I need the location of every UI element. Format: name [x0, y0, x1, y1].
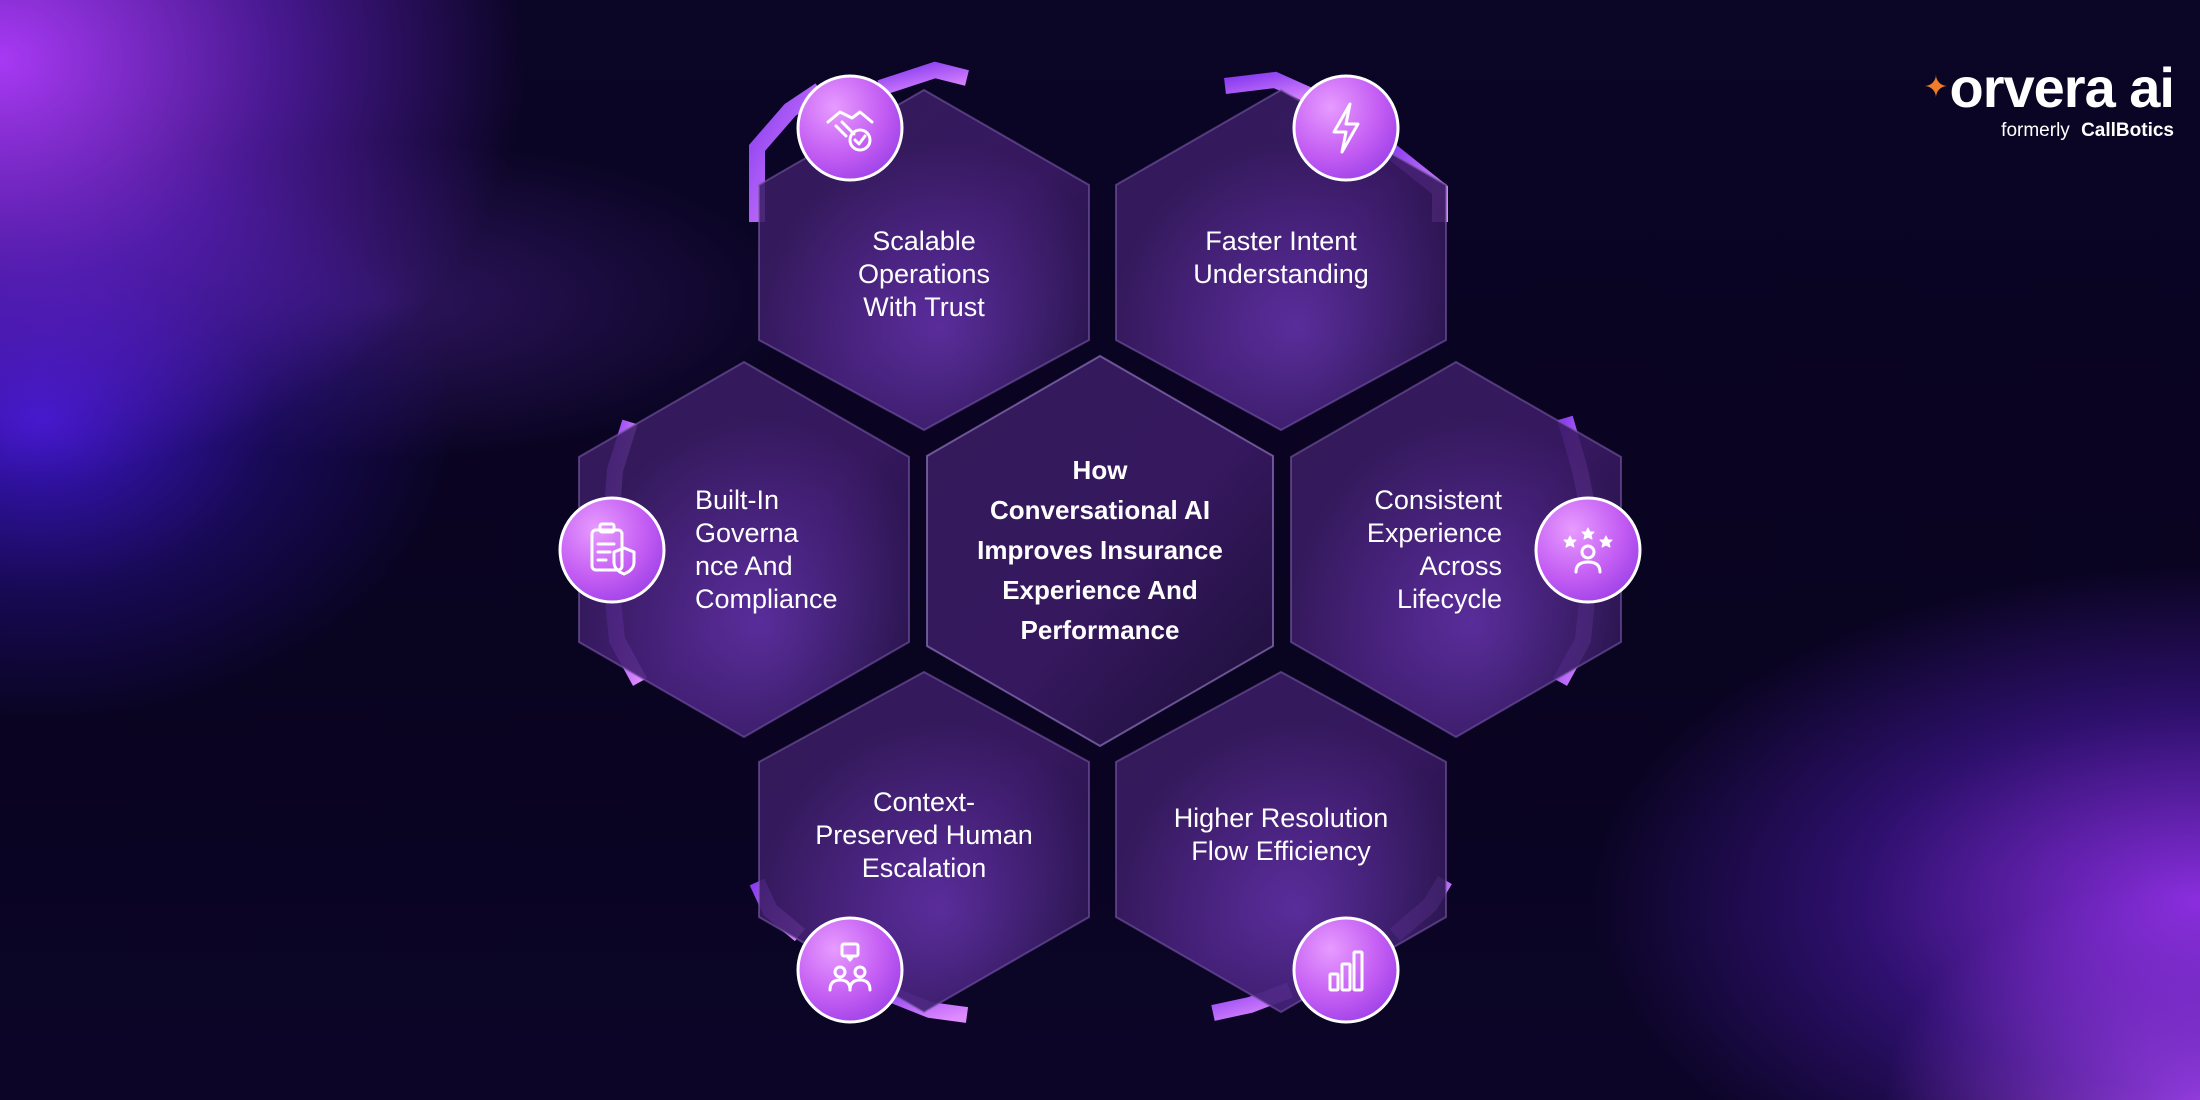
icon-circles [558, 74, 1642, 1024]
node-label-consistent: Consistent Experience Across Lifecycle [1366, 485, 1502, 614]
center-title: How Conversational AI Improves Insurance… [977, 455, 1223, 645]
brand-tagline: formerly CallBotics [1923, 120, 2174, 142]
brand-name: orvera ai [1949, 56, 2175, 119]
hex-center [926, 354, 1274, 748]
brand-sub-name: CallBotics [2081, 120, 2174, 141]
icon-circle-governance [558, 496, 666, 604]
hex-glows [579, 90, 1621, 1012]
arc-faster [1224, 71, 1324, 108]
node-label-faster: Faster Intent Understanding [1193, 226, 1369, 289]
brand-sub-prefix: formerly [2001, 120, 2070, 141]
icon-circle-resolution [1292, 916, 1400, 1024]
arc-scalable-top [877, 61, 969, 96]
brand-wordmark: ✦ orvera ai [1923, 56, 2175, 119]
node-label-escalation: Context- Preserved Human Escalation [815, 787, 1033, 883]
icon-circle-consistent [1534, 496, 1642, 604]
brand-logo: ✦ orvera ai formerly CallBotics [1923, 56, 2175, 142]
node-label-governance: Built-In Governa nce And Compliance [695, 485, 838, 614]
spark-icon: ✦ [1923, 71, 1948, 104]
team-chat-icon [828, 942, 872, 992]
node-label-scalable: Scalable Operations With Trust [857, 226, 991, 322]
icon-circle-faster [1292, 74, 1400, 182]
clipboard-shield-icon [590, 522, 636, 576]
user-stars-icon [1563, 527, 1613, 574]
handshake-check-icon [826, 110, 874, 152]
icon-circle-escalation [796, 916, 904, 1024]
bar-chart-icon [1328, 950, 1364, 992]
node-label-resolution: Higher Resolution Flow Efficiency [1173, 803, 1389, 866]
lightning-bolt-icon [1332, 102, 1360, 154]
